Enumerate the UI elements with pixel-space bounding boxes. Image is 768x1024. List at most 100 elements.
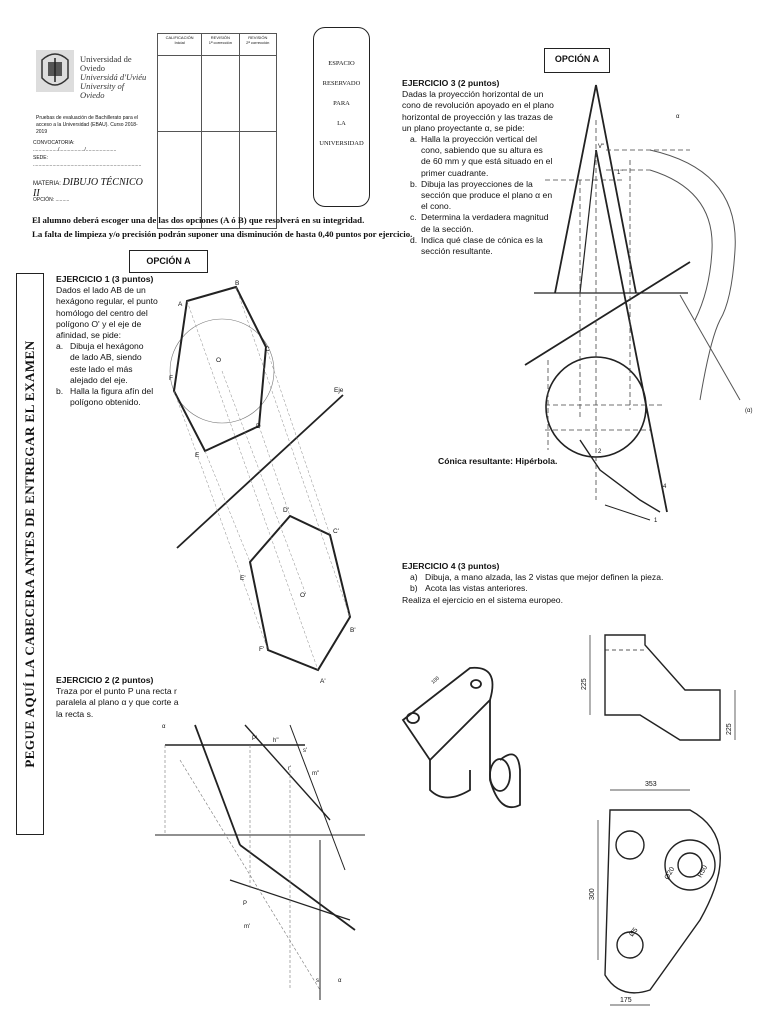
convocatoria: CONVOCATORIA: ................../.......… <box>33 140 117 153</box>
dim-225-left: 225 <box>581 678 588 690</box>
grade-col-2-sub: 1ª corrección <box>208 40 232 45</box>
ex3-d-line: Indica qué clase de cónica es la <box>421 234 543 245</box>
materia: DIBUJO TÉCNICO II <box>33 177 143 199</box>
ex3-b-mark: b. <box>410 178 418 189</box>
ex3-a-line: de 60 mm y que está situado en el <box>421 156 553 167</box>
space-line-5: UNIVERSIDAD <box>319 140 364 147</box>
ex1-a-line: alejado del eje. <box>70 374 128 385</box>
pt-D2: D' <box>283 507 289 514</box>
exam-info: Pruebas de evaluación de Bachillerato pa… <box>36 115 139 135</box>
e2-m: m'' <box>312 771 319 777</box>
ex1-b-line: polígono obtenido. <box>70 397 141 408</box>
pt-E2: E' <box>240 575 246 582</box>
pt-O2: O' <box>300 592 306 599</box>
e3-1: 1'' <box>617 170 623 176</box>
e2-m2: m' <box>244 924 250 930</box>
ex3-title: EJERCICIO 3 (2 puntos) <box>402 78 500 88</box>
ex1-a-line: Dibuja el hexágono <box>70 341 144 352</box>
e3-2: 2 <box>598 449 602 455</box>
space-line-3: PARA <box>333 100 350 107</box>
pt-F2: F' <box>259 646 264 653</box>
e2-h: h'' <box>273 738 279 744</box>
pt-B: B <box>235 280 239 287</box>
ex3-b-line: el cono. <box>421 201 452 212</box>
e2-alpha-bottom: α <box>338 978 342 984</box>
exercise-4: EJERCICIO 4 (3 puntos) a)Dibuja, a mano … <box>402 561 742 606</box>
ex3-a-mark: a. <box>410 134 418 145</box>
uni-name-ast: Universidá d'Uviéu <box>80 72 147 82</box>
ex4-a: Dibuja, a mano alzada, las 2 vistas que … <box>425 572 664 583</box>
ex1-line: polígono O' y el eje de <box>56 318 142 329</box>
ex3-a-line: primer cuadrante. <box>421 167 489 178</box>
notice-1: El alumno deberá escoger una de las dos … <box>32 215 365 225</box>
materia-label: MATERIA: <box>33 181 61 187</box>
pt-O: O <box>216 357 221 364</box>
ex4-b: Acota las vistas anteriores. <box>425 583 528 594</box>
ex3-line: cono de revolución apoyado en el plano <box>402 100 554 111</box>
ex1-line: Dados el lado AB de un <box>56 285 146 296</box>
ex1-line: homólogo del centro del <box>56 307 148 318</box>
ex3-c-line: Determina la verdadera magnitud <box>421 212 549 223</box>
ex3-c-mark: c. <box>410 212 417 223</box>
e3-V: V'' <box>598 144 604 150</box>
e2-r1: r' <box>288 766 291 772</box>
pt-B2: B' <box>350 627 356 634</box>
ex1-a-line: este lado el más <box>70 363 133 374</box>
ex3-d-mark: d. <box>410 234 418 245</box>
ex2-line: la recta s. <box>56 708 94 719</box>
ex1-b-mark: b. <box>56 386 64 397</box>
e2-s1: s' <box>303 748 307 754</box>
ex3-line: Dadas la proyección horizontal de un <box>402 89 544 100</box>
e3-4: 4 <box>663 484 667 490</box>
ex3-b-line: sección que produce el plano α en <box>421 190 553 201</box>
e2-s: s <box>316 978 319 984</box>
exercise-2: EJERCICIO 2 (2 puntos) Traza por el punt… <box>56 675 179 720</box>
ex1-title: EJERCICIO 1 (3 puntos) <box>56 274 154 284</box>
uni-name-es: Universidad de Oviedo <box>80 54 132 73</box>
pt-C: C <box>265 346 270 353</box>
pt-A: A <box>178 301 183 308</box>
e2-P: P <box>243 901 247 907</box>
ex3-b-line: Dibuja las proyecciones de la <box>421 178 533 189</box>
ex2-line: paralela al plano α y que corte a <box>56 697 179 708</box>
ex2-title: EJERCICIO 2 (2 puntos) <box>56 675 154 685</box>
grade-col-2: REVISIÓN <box>210 35 230 40</box>
ex3-a-line: cono, sabiendo que su altura es <box>421 145 543 156</box>
uni-name-en: University of Oviedo <box>80 81 125 100</box>
ex1-line: afinidad, se pide: <box>56 330 121 341</box>
exercise-3: EJERCICIO 3 (2 puntos) Dadas la proyecci… <box>402 78 554 257</box>
option-a-box-right: OPCIÓN A <box>544 48 610 73</box>
notice-2: La falta de limpieza y/o precisión podrá… <box>32 229 413 239</box>
pt-E: E <box>195 452 200 459</box>
sede: SEDE: ..................................… <box>33 155 142 168</box>
university-reserved-space: ESPACIO RESERVADO PARA LA UNIVERSIDAD <box>313 27 370 207</box>
exercise-1: EJERCICIO 1 (3 puntos) Dados el lado AB … <box>56 274 171 408</box>
ex4-a-mark: a) <box>410 572 418 583</box>
ex1-b-line: Halla la figura afín del <box>70 386 154 397</box>
option-a-label-left: OPCIÓN A <box>146 256 191 266</box>
pt-A2: A' <box>320 678 326 685</box>
space-line-2: RESERVADO <box>322 80 361 87</box>
e2-P1: P' <box>252 736 257 742</box>
dim-225-right: 225 <box>726 723 733 735</box>
ex1-a-line: de lado AB, siendo <box>70 352 142 363</box>
university-logo <box>36 50 74 92</box>
opcion-field: OPCIÓN: .......... <box>33 197 70 203</box>
option-a-label-right: OPCIÓN A <box>554 54 600 64</box>
dim-small-hole: Ø5 <box>628 927 639 939</box>
dim-353: 353 <box>645 781 657 788</box>
dim-300: 300 <box>589 888 596 900</box>
ex3-result: Cónica resultante: Hipérbola. <box>438 456 558 466</box>
grade-col-3-sub: 2ª corrección <box>246 40 270 45</box>
option-a-box-left: OPCIÓN A <box>129 250 208 273</box>
ex3-c-line: de la sección. <box>421 223 474 234</box>
grade-col-1: CALIFICACIÓN <box>165 35 194 40</box>
ex3-line: un plano proyectante α, se pide: <box>402 122 525 133</box>
dim-175: 175 <box>620 997 632 1004</box>
